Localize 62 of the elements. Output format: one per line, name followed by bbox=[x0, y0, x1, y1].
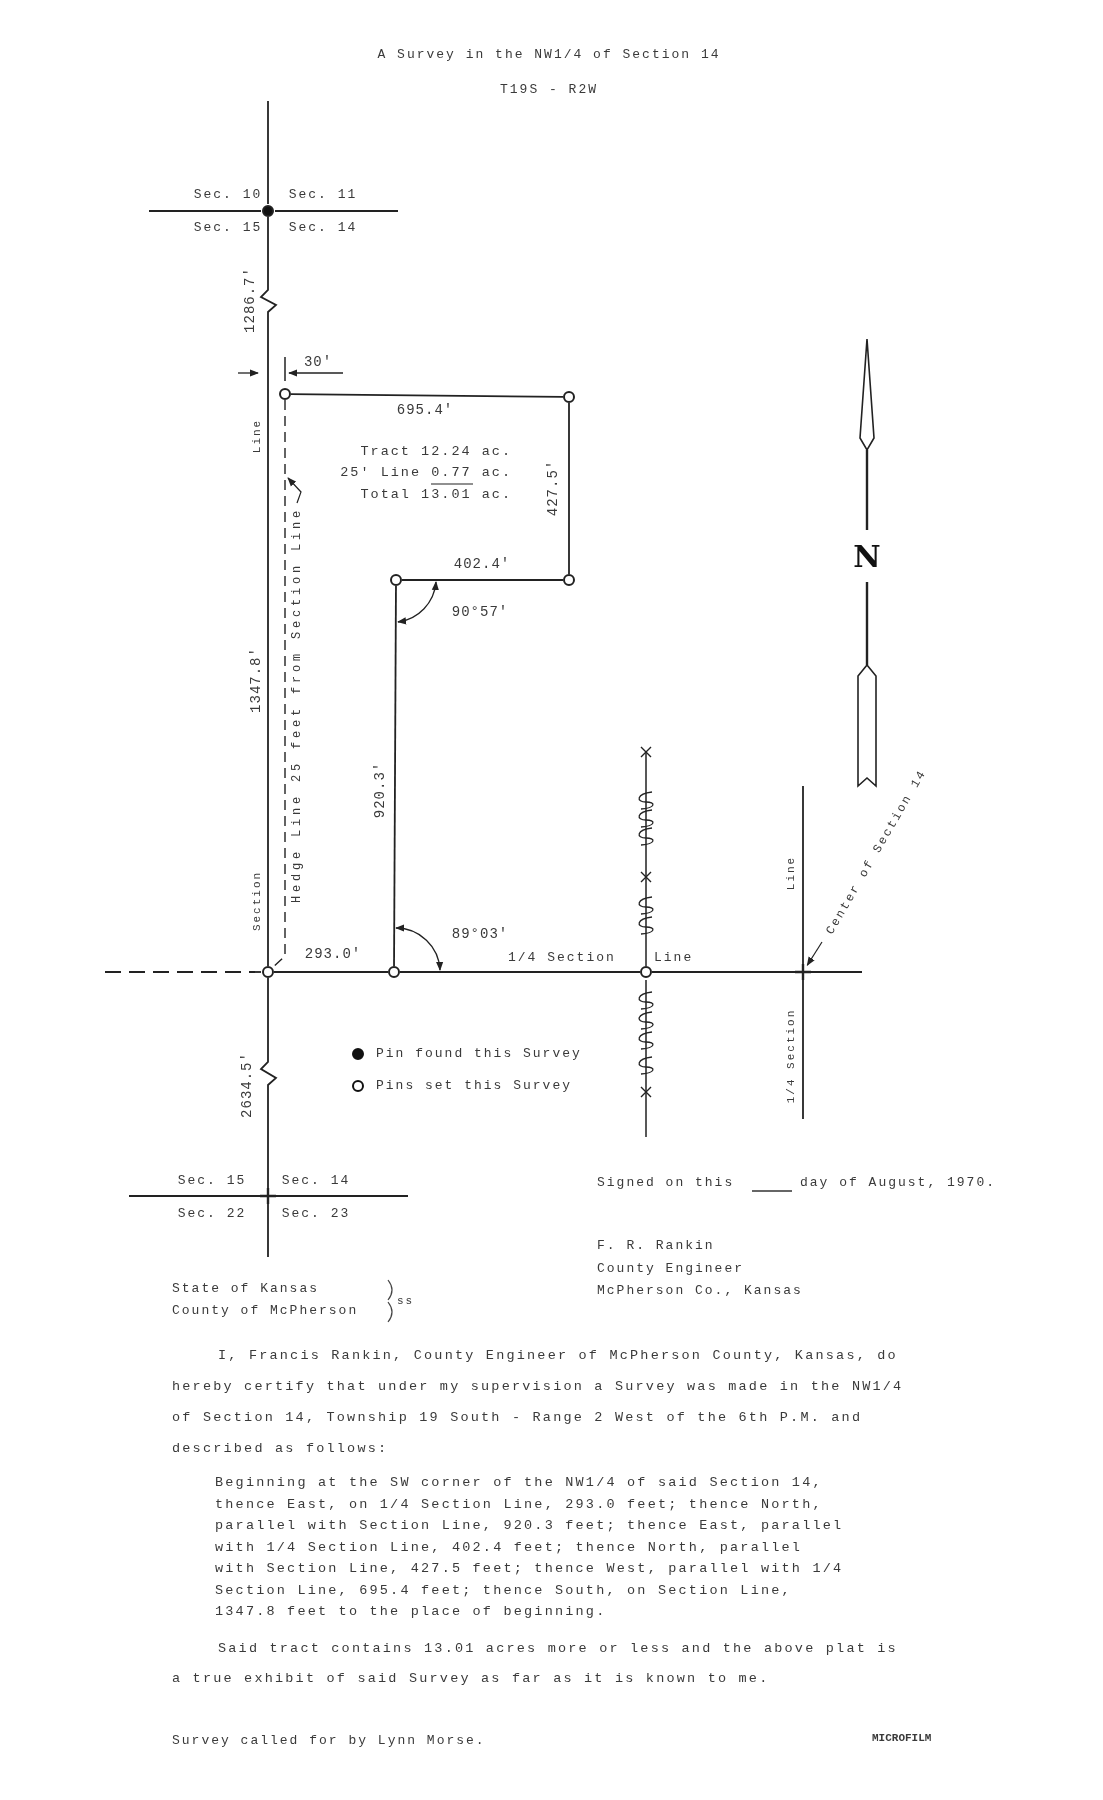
label: 89°03' bbox=[451, 925, 509, 943]
label: 30' bbox=[303, 353, 333, 371]
label: T19S - R2W bbox=[500, 82, 598, 98]
label: Sec. 14 bbox=[288, 220, 358, 236]
set-pin-marker bbox=[388, 966, 400, 978]
found-pin-marker bbox=[262, 205, 274, 217]
label: Line bbox=[785, 855, 799, 891]
label: Sec. 11 bbox=[288, 187, 358, 203]
label: 1/4 Section bbox=[785, 1008, 799, 1104]
label: 1286.7' bbox=[241, 267, 259, 333]
annotation-text: Hedge Line 25 feet from Section Line bbox=[290, 507, 304, 904]
label: Total 13.01 ac. bbox=[360, 486, 512, 504]
boundary-line bbox=[651, 971, 796, 973]
set-pin-marker bbox=[390, 574, 402, 586]
label: State of Kansas bbox=[172, 1281, 320, 1297]
title: A Survey in the NW1/4 of Section 14 bbox=[377, 47, 721, 63]
leader-line bbox=[806, 941, 823, 966]
label: County of McPherson bbox=[172, 1303, 359, 1319]
set-pin-marker bbox=[640, 966, 652, 978]
label: Sec. 14 bbox=[281, 1173, 351, 1189]
boundary-line bbox=[273, 971, 389, 973]
label: Signed on this bbox=[597, 1175, 735, 1191]
label: MICROFILM bbox=[872, 1732, 932, 1746]
label: ss bbox=[397, 1295, 415, 1309]
paragraph: Said tract contains 13.01 acres more or less and the above plat is a true exhibit of said Survey as far as it is known to me. bbox=[172, 1640, 899, 1688]
north-label: N bbox=[853, 539, 881, 575]
label: McPherson Co., Kansas bbox=[597, 1283, 803, 1299]
label: Sec. 15 bbox=[177, 1173, 247, 1189]
set-pin-marker bbox=[279, 388, 291, 400]
label: Line bbox=[251, 418, 265, 454]
boundary-line bbox=[401, 579, 564, 581]
label: 1347.8' bbox=[247, 647, 265, 713]
paragraph: I, Francis Rankin, County Engineer of McPherson County, Kansas, do hereby certify that under my supervision a Survey was made in the NW1/4 of Section 14, Township 19 South - Range 2 West of the 6th P.M. and described as follows: bbox=[172, 1347, 905, 1458]
label: 1/4 Section bbox=[508, 950, 616, 966]
label: 25' Line 0.77 ac. bbox=[340, 464, 512, 482]
label: Sec. 10 bbox=[193, 187, 263, 203]
label: Survey called for by Lynn Morse. bbox=[172, 1733, 486, 1749]
label: Line bbox=[654, 950, 694, 966]
label: 90°57' bbox=[451, 603, 509, 621]
label: Sec. 23 bbox=[281, 1206, 351, 1222]
set-pin-marker bbox=[563, 391, 575, 403]
set-pin-marker bbox=[262, 966, 274, 978]
label: Sec. 22 bbox=[177, 1206, 247, 1222]
corner-cross-mark bbox=[260, 1188, 276, 1204]
boundary-line bbox=[259, 977, 278, 1189]
boundary-line bbox=[290, 393, 564, 398]
label: Section bbox=[251, 870, 265, 932]
label: County Engineer bbox=[597, 1261, 745, 1277]
label: F. R. Rankin bbox=[597, 1238, 715, 1254]
legend-text: Pin found this Survey bbox=[376, 1046, 582, 1062]
boundary-line bbox=[568, 402, 570, 575]
leader-line bbox=[287, 477, 302, 504]
boundary-line bbox=[259, 216, 278, 967]
set-pin-marker bbox=[563, 574, 575, 586]
corner-cross-mark bbox=[795, 964, 811, 980]
paragraph: Beginning at the SW corner of the NW1/4 of said Section 14, thence East, on 1/4 Section Line, 293.0 feet; thence North, parallel with Section Line, 920.3 feet; thence East, parallel with 1/4 Section Line, 402.4 feet; thence North, parallel with Section Line, 427.5 feet; thence West, parallel with 1/4 Section Line, 695.4 feet; thence South, on Section Line, 1347.8 feet to the place of beginning. bbox=[215, 1474, 845, 1621]
boundary-line bbox=[399, 971, 641, 973]
label: Sec. 15 bbox=[193, 220, 263, 236]
label: day of August, 1970. bbox=[800, 1175, 997, 1191]
label: Tract 12.24 ac. bbox=[360, 443, 512, 461]
boundary-line bbox=[393, 585, 397, 967]
legend-text: Pins set this Survey bbox=[376, 1078, 573, 1094]
